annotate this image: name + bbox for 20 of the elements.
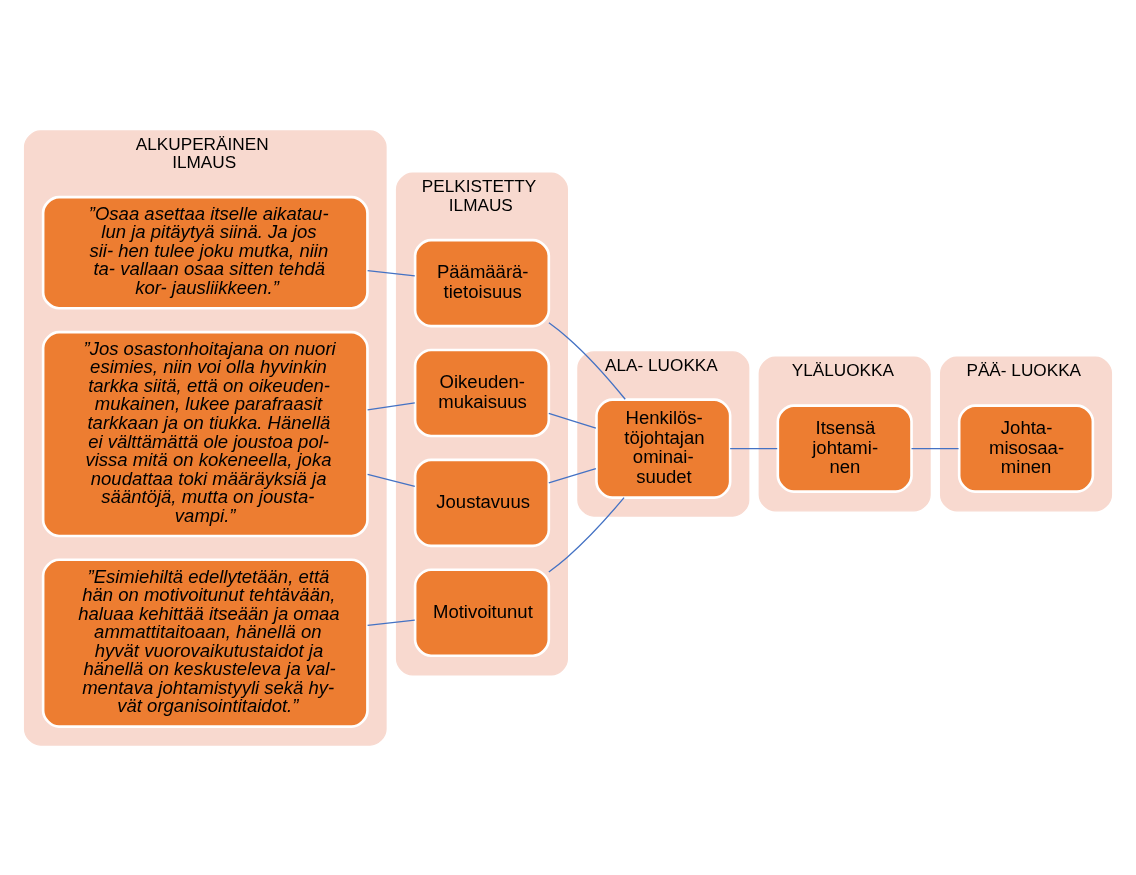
connector (366, 618, 416, 626)
node-box: Itsensä johtami- nen (776, 403, 913, 493)
node-box: Joustavuus (413, 458, 551, 547)
node-box: Oikeuden- mukaisuus (413, 348, 551, 437)
connector (366, 473, 416, 487)
node-box: Motivoitunut (413, 567, 551, 657)
connector (548, 412, 597, 429)
connector (548, 321, 626, 400)
connector (366, 269, 416, 276)
connector (729, 447, 778, 449)
connector (548, 496, 625, 573)
node-box: ”Jos osastonhoitajana on nuori esimies, niin voi olla hyvinkin tarkka siitä, että on oikeuden- mukainen, lukee parafraasit tarkkaan ja on tiukka. Hänellä ei välttämättä ole joustoa pol- vissa mitä on kokeneella, joka noudattaa toki määräyksiä ja sääntöjä, mutta on jousta- vampi.” (41, 330, 369, 537)
node-box: Henkilös- töjohtajan ominai- suudet (595, 397, 732, 499)
node-box: Päämäärä- tietoisuus (413, 238, 551, 327)
connector (548, 467, 597, 484)
connector (910, 447, 960, 449)
node-box: ”Osaa asettaa itselle aikatau- lun ja pitäytyä siinä. Ja jos sii- hen tulee joku mutka, niin ta- vallaan osaa sitten tehdä kor- jausliikkeen.” (41, 195, 369, 310)
node-box: Johta- misosaa- minen (957, 403, 1095, 493)
connector (366, 401, 416, 411)
node-box: ”Esimiehiltä edellytetään, että hän on motivoitunut tehtävään, haluaa kehittää itseään ja omaa ammattitaitoaan, hänellä on hyvät vuorovaikutustaidot ja hänellä on keskusteleva ja val- mentava johtamistyyli sekä hy- vät organisointitaidot.” (41, 557, 369, 728)
